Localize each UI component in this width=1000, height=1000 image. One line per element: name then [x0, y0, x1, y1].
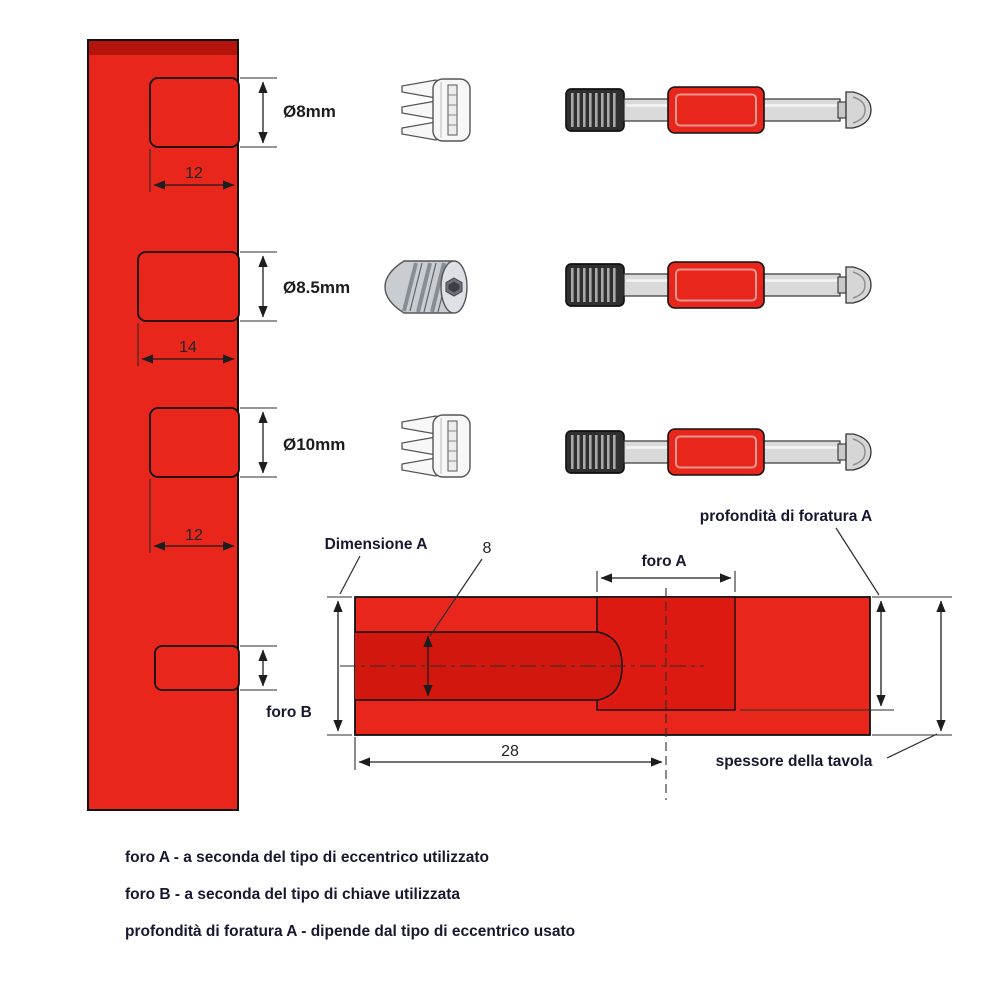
dim-hole1-depth: [149, 149, 235, 192]
foro-b-label: foro B: [266, 704, 312, 721]
legend-line-1: foro A - a seconda del tipo di eccentric…: [125, 849, 489, 866]
dim-foro-a: [596, 571, 736, 592]
edge-hole-3: [149, 407, 240, 478]
dim-foro-b: [240, 645, 277, 691]
legend-line-3: profondità di foratura A - dipende dal t…: [125, 923, 575, 940]
board-thickness-label: spessore della tavola: [716, 753, 873, 770]
foro-b-hole: [154, 645, 240, 691]
board-cross-section: [340, 588, 894, 800]
edge-hole-1: [149, 77, 240, 148]
dim-hole3-diameter: [240, 407, 277, 478]
insert-nut-10mm: [401, 414, 471, 478]
hole-2-diameter-label: Ø8.5mm: [283, 278, 350, 297]
hole-3-depth-label: 12: [185, 527, 203, 544]
cam-bolt-3: [566, 429, 871, 475]
board-panel: [87, 39, 240, 811]
edge-hole-2: [137, 251, 240, 322]
hole-diameter-8-label: 8: [483, 540, 492, 557]
legend: foro A - a seconda del tipo di eccentric…: [125, 849, 575, 940]
dim-hole-diameter-8: [423, 558, 483, 697]
dim-hole2-diameter: [240, 251, 277, 322]
hole-1-diameter-label: Ø8mm: [283, 102, 336, 121]
cam-bolt-1: [566, 87, 871, 133]
dim-hole3-depth: [149, 479, 235, 553]
drill-depth-label: profondità di foratura A: [700, 508, 873, 525]
insert-nut-8-5mm: [384, 260, 468, 314]
hole-1-depth-label: 12: [185, 165, 203, 182]
dim-drill-depth-a: [835, 527, 952, 707]
dim-hole1-diameter: [240, 77, 277, 148]
dim-board-thickness: [872, 600, 952, 759]
edge-distance-label: 28: [501, 743, 519, 760]
cam-bolt-2: [566, 262, 871, 308]
insert-nut-8mm: [401, 78, 471, 142]
dim-hole2-depth: [137, 323, 235, 366]
hole-3-diameter-label: Ø10mm: [283, 435, 345, 454]
legend-line-2: foro B - a seconda del tipo di chiave ut…: [125, 886, 460, 903]
foro-a-label: foro A: [641, 553, 686, 570]
hole-2-depth-label: 14: [179, 339, 197, 356]
dimension-a-label: Dimensione A: [325, 536, 428, 553]
dim-edge-distance-28: [354, 737, 663, 770]
panel-top-shade: [89, 41, 237, 55]
dim-dimension-a: [327, 555, 361, 736]
